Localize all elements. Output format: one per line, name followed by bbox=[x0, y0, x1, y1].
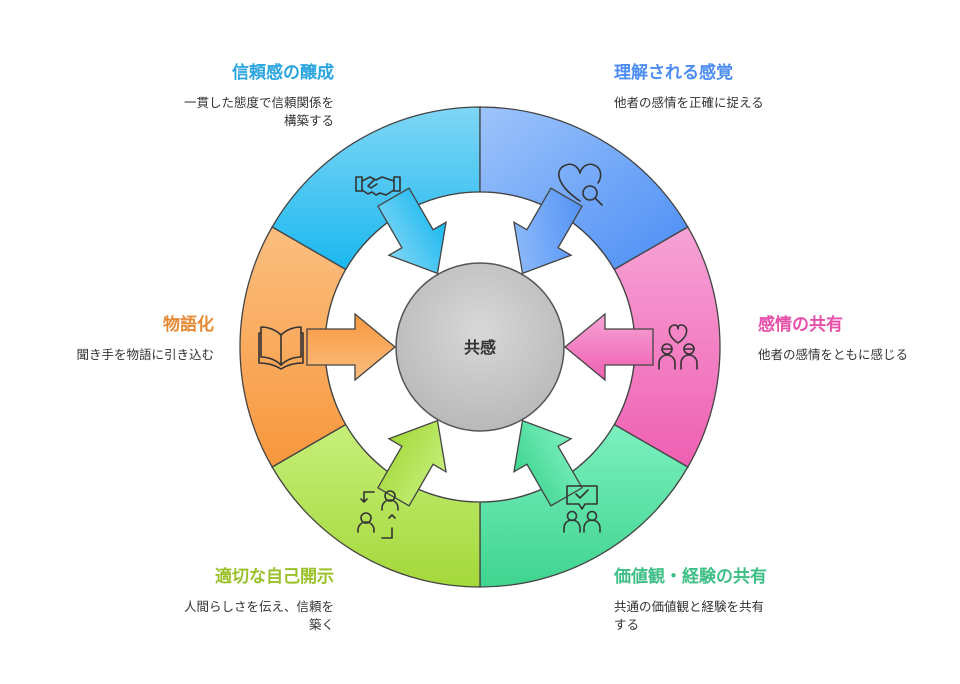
chat-check-people-icon bbox=[563, 485, 601, 533]
segment-description: 共通の価値観と経験を共有する bbox=[614, 599, 765, 632]
segment-label-disclosure: 適切な自己開示 人間らしさを伝え、信頼を築く bbox=[84, 566, 334, 634]
segment-description: 他者の感情を正確に捉える bbox=[614, 95, 764, 110]
open-book-icon bbox=[258, 326, 304, 370]
segment-title: 感情の共有 bbox=[758, 315, 843, 335]
center-label: 共感 bbox=[464, 338, 496, 357]
arrow-story bbox=[306, 312, 397, 382]
arrow-disclosure bbox=[377, 419, 447, 507]
center-circle bbox=[395, 262, 565, 432]
segment-label-understood: 理解される感覚 他者の感情を正確に捉える bbox=[614, 62, 864, 112]
handshake-icon bbox=[355, 176, 401, 196]
arrow-share-values bbox=[513, 419, 583, 507]
segment-description: 人間らしさを伝え、信頼を築く bbox=[184, 599, 335, 632]
segment-description: 他者の感情をともに感じる bbox=[758, 347, 909, 362]
exchange-people-icon bbox=[357, 490, 399, 539]
heart-search-icon bbox=[558, 163, 603, 206]
arrow-trust bbox=[377, 187, 447, 275]
heart-people-icon bbox=[658, 324, 698, 370]
arrow-share-emotion bbox=[563, 312, 654, 382]
segment-title: 理解される感覚 bbox=[614, 63, 733, 83]
segment-title: 物語化 bbox=[163, 315, 214, 335]
segment-title: 信頼感の醸成 bbox=[232, 63, 334, 83]
segment-label-story: 物語化 聞き手を物語に引き込む bbox=[0, 314, 214, 364]
segment-label-share-emotion: 感情の共有 他者の感情をともに感じる bbox=[758, 314, 948, 364]
segment-description: 一貫した態度で信頼関係を構築する bbox=[184, 95, 335, 128]
segment-description: 聞き手を物語に引き込む bbox=[76, 347, 214, 362]
segment-label-trust: 信頼感の醸成 一貫した態度で信頼関係を構築する bbox=[84, 62, 334, 130]
segment-title: 適切な自己開示 bbox=[215, 567, 334, 587]
arrows-layer bbox=[306, 187, 654, 507]
segment-label-share-values: 価値観・経験の共有 共通の価値観と経験を共有する bbox=[614, 566, 774, 634]
segment-title: 価値観・経験の共有 bbox=[614, 567, 767, 587]
arrow-understood bbox=[513, 187, 583, 275]
